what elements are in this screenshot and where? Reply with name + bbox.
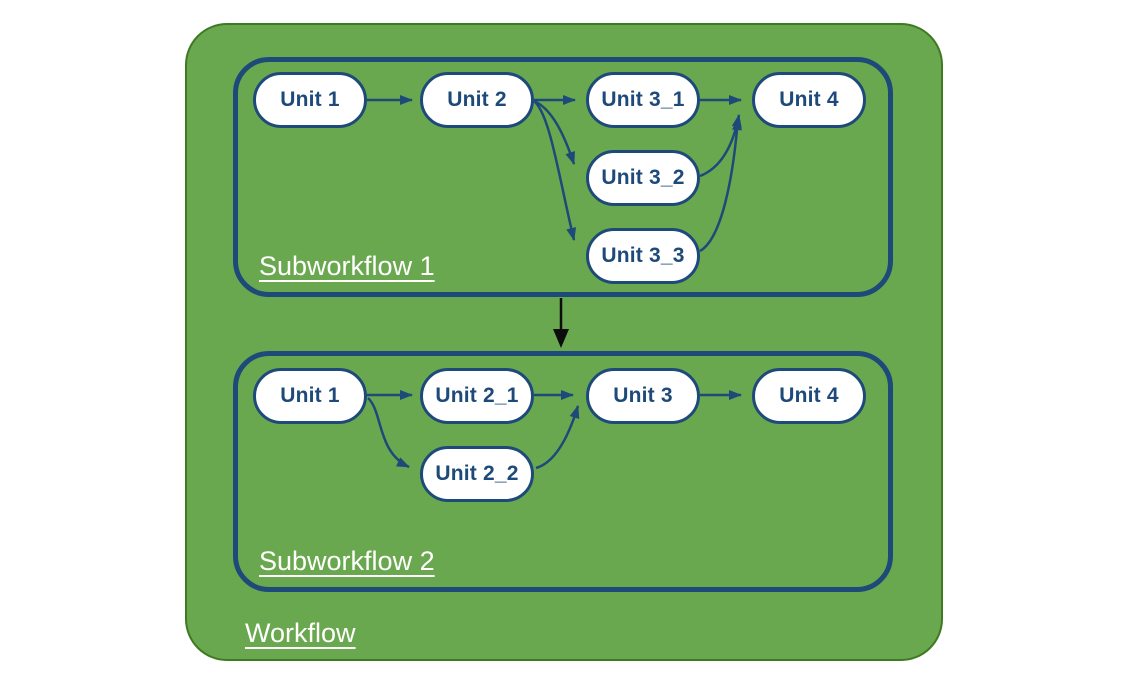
node-sw1-unit-3-2: Unit 3_2 [586,150,700,206]
node-label: Unit 2_2 [435,462,519,485]
subworkflow-2-container [233,351,893,592]
node-sw2-unit-4: Unit 4 [752,368,866,424]
subworkflow-1-label: Subworkflow 1 [259,251,435,281]
node-label: Unit 3_3 [601,244,685,267]
node-sw1-unit-2: Unit 2 [420,72,534,128]
node-sw1-unit-4: Unit 4 [752,72,866,128]
subworkflow-2-label: Subworkflow 2 [259,546,435,576]
node-label: Unit 3 [613,384,673,407]
node-label: Unit 2_1 [435,384,519,407]
node-label: Unit 2 [447,88,507,111]
node-label: Unit 1 [280,384,340,407]
node-sw2-unit-2-1: Unit 2_1 [420,368,534,424]
node-label: Unit 3_2 [601,166,685,189]
workflow-label: Workflow [245,618,356,648]
node-sw2-unit-3: Unit 3 [586,368,700,424]
node-label: Unit 1 [280,88,340,111]
subworkflow-1-container [233,57,893,297]
node-sw2-unit-1: Unit 1 [253,368,367,424]
node-sw1-unit-3-3: Unit 3_3 [586,228,700,284]
node-label: Unit 4 [779,88,839,111]
node-sw1-unit-1: Unit 1 [253,72,367,128]
node-label: Unit 3_1 [601,88,685,111]
node-sw2-unit-2-2: Unit 2_2 [420,446,534,502]
node-label: Unit 4 [779,384,839,407]
node-sw1-unit-3-1: Unit 3_1 [586,72,700,128]
